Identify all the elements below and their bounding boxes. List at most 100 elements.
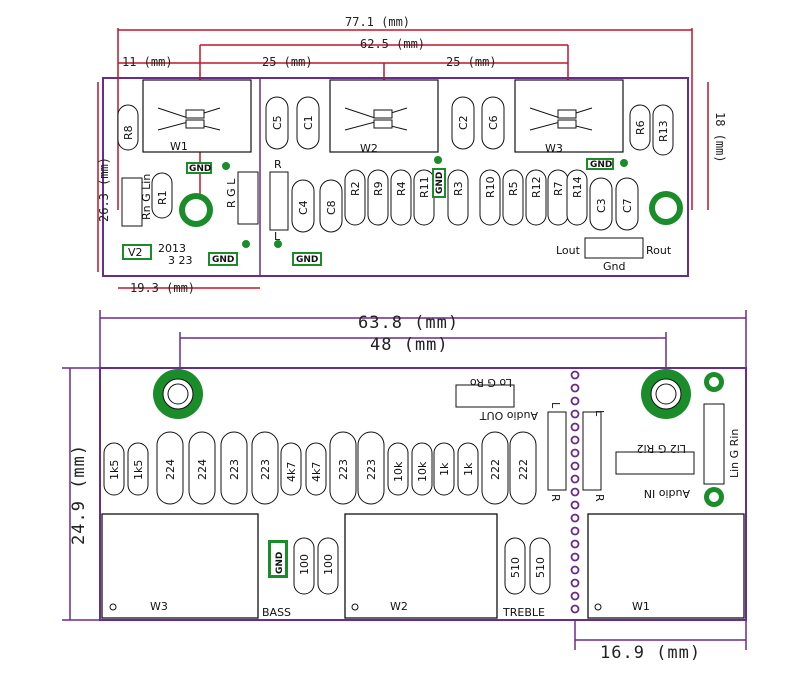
svg-text:GND: GND xyxy=(275,552,285,574)
svg-text:Gnd: Gnd xyxy=(603,260,625,273)
svg-text:10k: 10k xyxy=(416,461,429,482)
pin-header xyxy=(570,370,580,614)
svg-text:GND: GND xyxy=(435,172,445,194)
audio-out-connector: Lo G Ro Audio OUT xyxy=(455,376,538,422)
svg-text:4k7: 4k7 xyxy=(310,462,323,482)
resistor-1k-b: 1k xyxy=(457,442,479,496)
svg-text:R1: R1 xyxy=(156,190,169,205)
rgl-label: R G L xyxy=(225,178,238,208)
mid-resistors: 100 100 xyxy=(293,537,339,595)
svg-text:4k7: 4k7 xyxy=(285,462,298,482)
resistor-r13: R13 xyxy=(652,104,674,156)
svg-text:Rout: Rout xyxy=(646,244,672,257)
capacitor-c6: C6 xyxy=(481,96,505,150)
resistor-bank-right: R10 R5 R12 R7 R14 xyxy=(479,169,588,226)
resistor-1k5-b: 1k5 xyxy=(127,442,149,496)
svg-text:R6: R6 xyxy=(634,120,647,135)
svg-text:2013: 2013 xyxy=(158,242,186,255)
dim-bottom-offset: 19.3 (mm) xyxy=(130,281,195,295)
pot-w2-label: W2 xyxy=(360,142,378,155)
svg-text:C3: C3 xyxy=(595,198,608,213)
capacitor-c8: C8 xyxy=(319,179,343,233)
svg-text:R: R xyxy=(549,494,562,502)
dim-total-width: 77.1 (mm) xyxy=(345,15,410,29)
svg-text:L: L xyxy=(274,230,281,243)
gnd-markers-top: GND GND GND GND GND xyxy=(186,156,628,266)
svg-text:Rn G Lin: Rn G Lin xyxy=(140,174,153,220)
pot-w1-label: W1 xyxy=(170,140,188,153)
capacitor-c3: C3 xyxy=(589,177,613,231)
input-connector: Rn G Lin xyxy=(121,174,153,227)
capacitor-223-d: 223 xyxy=(357,431,385,505)
svg-text:224: 224 xyxy=(164,459,177,480)
dim-edge-offset: 11 (mm) xyxy=(122,55,173,69)
svg-text:Lo G Ro: Lo G Ro xyxy=(470,376,512,389)
dim-height: 26.3 (mm) xyxy=(97,157,111,222)
capacitor-c4: C4 xyxy=(291,179,315,233)
dim-board2-right-offset: 16.9 (mm) xyxy=(600,643,701,663)
svg-text:L: L xyxy=(593,410,606,417)
treble-label: TREBLE xyxy=(502,606,545,619)
svg-text:GND: GND xyxy=(212,255,234,265)
svg-text:R7: R7 xyxy=(552,181,565,196)
dim-pot-pitch-right: 25 (mm) xyxy=(446,55,497,69)
mounting-hole-left xyxy=(179,193,213,227)
bottom-dimensions xyxy=(62,310,747,650)
pot-b-w3: W3 xyxy=(101,513,259,619)
svg-text:222: 222 xyxy=(489,459,502,480)
svg-text:510: 510 xyxy=(509,557,522,578)
svg-text:C2: C2 xyxy=(457,115,470,130)
treble-resistors: 510 510 xyxy=(504,537,551,595)
svg-text:GND: GND xyxy=(590,160,612,170)
svg-text:223: 223 xyxy=(259,459,272,480)
svg-text:C4: C4 xyxy=(297,200,310,215)
resistor-bank-left: R2 R9 R4 R11 R3 xyxy=(344,169,469,226)
resistor-4k7-b: 4k7 xyxy=(305,442,327,496)
svg-text:223: 223 xyxy=(228,459,241,480)
svg-text:R3: R3 xyxy=(452,181,465,196)
capacitor-223-a: 223 xyxy=(220,431,248,505)
capacitor-c1: C1 xyxy=(296,96,320,150)
audio-in-connector: Li2 G Ri2 Audio IN xyxy=(615,442,695,500)
board-top: 77.1 (mm) 62.5 (mm) 25 (mm) 25 (mm) 11 (… xyxy=(97,15,727,295)
lr-connectors-b: L R L R xyxy=(547,402,606,502)
svg-text:R2: R2 xyxy=(349,181,362,196)
pot-b-w2: W2 xyxy=(344,513,498,619)
svg-text:R10: R10 xyxy=(484,176,497,198)
svg-text:C8: C8 xyxy=(325,200,338,215)
resistor-10k-b: 10k xyxy=(411,442,433,496)
svg-text:223: 223 xyxy=(365,459,378,480)
svg-text:C1: C1 xyxy=(302,115,315,130)
dim-right-height: 18 (mm) xyxy=(713,112,727,163)
svg-text:Li2 G Ri2: Li2 G Ri2 xyxy=(637,442,686,455)
pot-w3: W3 xyxy=(514,79,624,155)
svg-text:R4: R4 xyxy=(395,181,408,196)
pot-w3-label: W3 xyxy=(545,142,563,155)
dim-pot-span: 62.5 (mm) xyxy=(360,37,425,51)
version-block: V2 2013 3 23 xyxy=(122,242,193,267)
svg-text:510: 510 xyxy=(534,557,547,578)
resistor-r8: R8 xyxy=(117,104,139,151)
resistor-1k-a: 1k xyxy=(433,442,455,496)
mounting-hole-b-right xyxy=(641,369,691,419)
svg-text:10k: 10k xyxy=(392,461,405,482)
svg-text:1k5: 1k5 xyxy=(132,460,145,480)
svg-text:C6: C6 xyxy=(487,115,500,130)
svg-text:224: 224 xyxy=(196,459,209,480)
capacitor-224-a: 224 xyxy=(156,431,184,505)
svg-text:1k: 1k xyxy=(438,462,451,476)
dim-board2-height: 24.9 (mm) xyxy=(69,444,89,545)
svg-text:L: L xyxy=(549,402,562,409)
capacitor-222-a: 222 xyxy=(481,431,509,505)
capacitor-c5: C5 xyxy=(265,96,289,150)
svg-text:Lin G Rin: Lin G Rin xyxy=(728,429,741,478)
svg-text:R14: R14 xyxy=(571,176,584,198)
svg-text:W2: W2 xyxy=(390,600,408,613)
capacitors-top: C5 C1 C2 C6 C4 C8 C3 C7 xyxy=(265,96,639,233)
capacitor-223-b: 223 xyxy=(251,431,279,505)
gnd-b: GND xyxy=(268,540,288,578)
svg-text:W1: W1 xyxy=(632,600,650,613)
dim-pot-pitch-left: 25 (mm) xyxy=(262,55,313,69)
svg-text:V2: V2 xyxy=(128,246,143,259)
svg-text:100: 100 xyxy=(322,554,335,575)
